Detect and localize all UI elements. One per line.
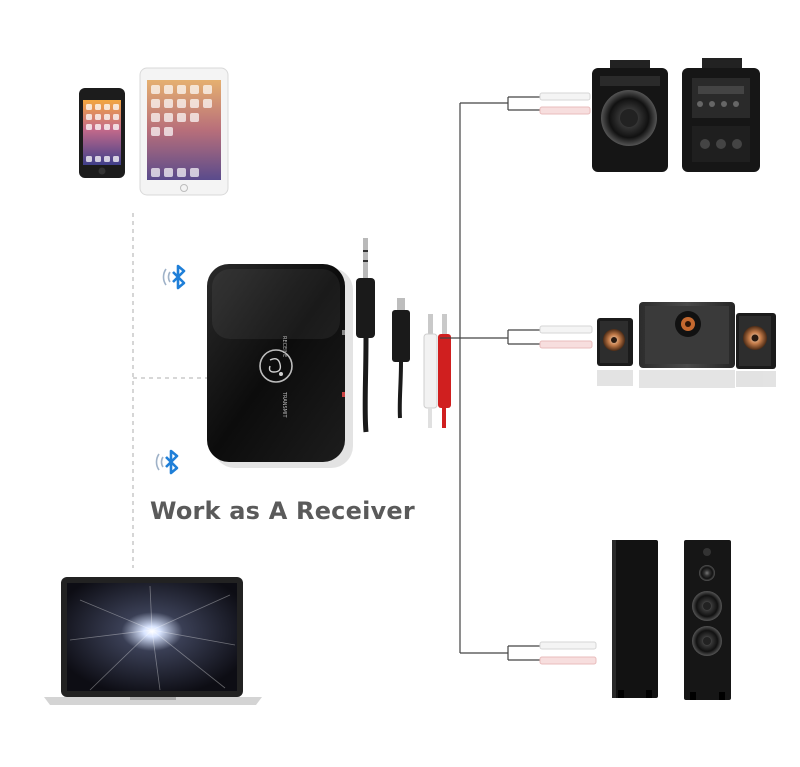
output-connection-lines [440, 102, 508, 654]
bluetooth-icon [162, 264, 186, 290]
subwoofer [639, 302, 735, 368]
rca-connector-pair [507, 641, 597, 665]
rca-connector-pair [507, 325, 593, 349]
satellite-speaker-right [736, 313, 776, 369]
laptop-image [44, 577, 262, 705]
bluetooth-link-dashes [132, 213, 207, 568]
aux-cable [356, 238, 375, 433]
tablet-image [139, 67, 229, 196]
bluetooth-icon [155, 449, 179, 475]
tower-speaker-left [612, 540, 658, 698]
pa-speaker-left [592, 60, 668, 172]
rca-plugs [423, 314, 451, 428]
transmit-label: TRANSMIT [281, 391, 287, 418]
usb-cable [392, 298, 410, 419]
speaker-reflection [597, 370, 776, 388]
mode-headline: Work as A Receiver [150, 497, 415, 525]
satellite-speaker-left [597, 318, 633, 366]
pa-speaker-right [682, 58, 760, 172]
rca-connector-pair [507, 92, 591, 115]
receive-label: RECEIVE [281, 336, 287, 357]
tower-speaker-right [684, 540, 731, 700]
bluetooth-receiver-device: RECEIVE TRANSMIT [207, 264, 353, 468]
phone-image [79, 88, 125, 178]
